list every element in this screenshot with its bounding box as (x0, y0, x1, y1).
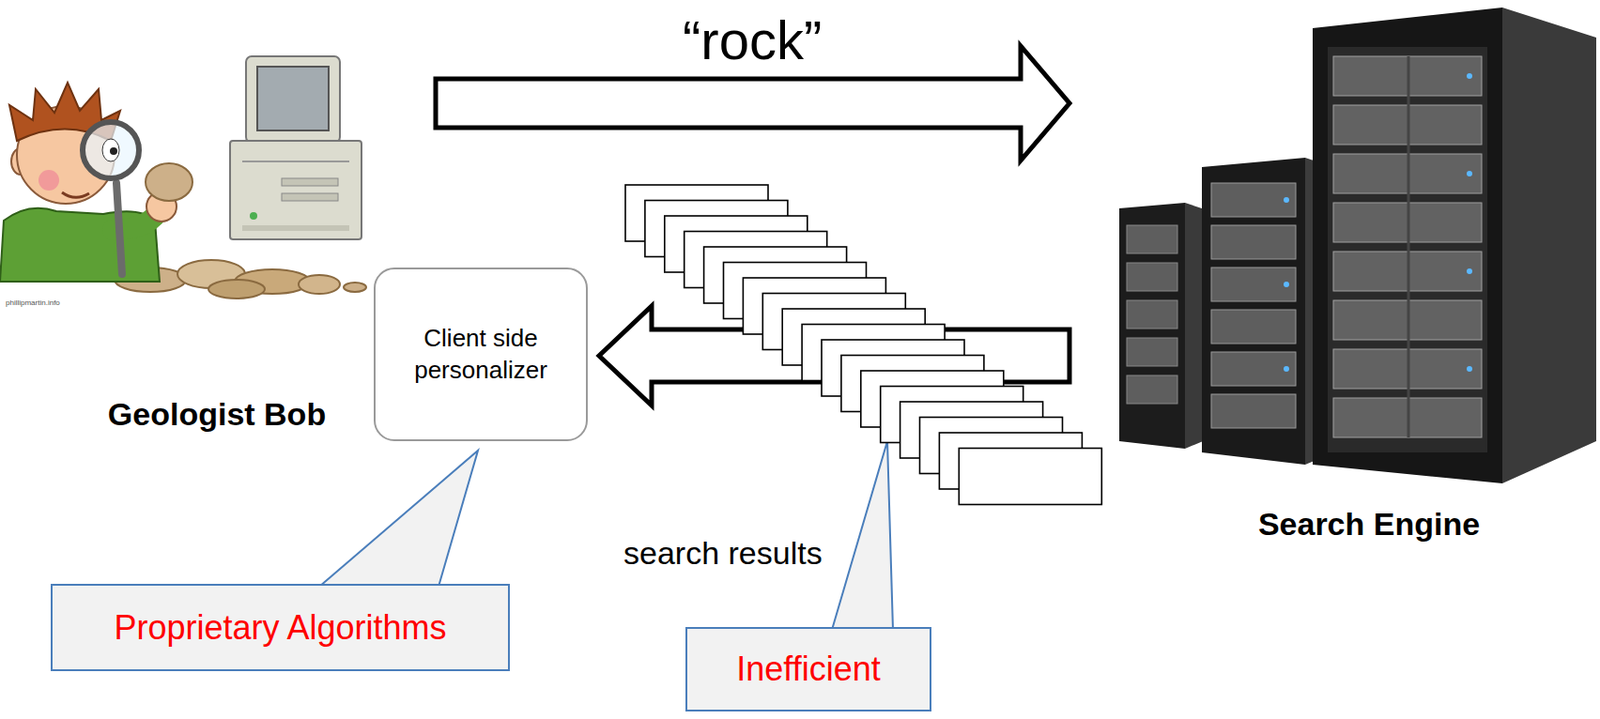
stack-cards (625, 184, 1133, 697)
callout-pointer (319, 450, 478, 587)
node-text: Proprietary Algorithms (113, 608, 447, 648)
computer-figure (230, 56, 362, 240)
process-box: Client side personalizer (373, 267, 588, 442)
callout-box: Proprietary Algorithms (50, 584, 510, 672)
edge-label-wrap: “rock” (682, 8, 822, 72)
server-figure-node: Search Engine (1072, 0, 1599, 547)
server-figure (1119, 7, 1597, 484)
node-text: Geologist Bob (107, 396, 326, 433)
results-stack: search results (600, 184, 1103, 580)
node-text: search results (623, 535, 823, 572)
edge-label: “rock” (682, 8, 822, 72)
result-card (958, 448, 1102, 506)
credit-wrap: phillipmartin.info (5, 298, 61, 308)
node-text: Search Engine (1258, 506, 1480, 543)
person-figure: Geologist Bob (0, 37, 434, 437)
block-arrow (435, 46, 1070, 161)
watermark: phillipmartin.info (5, 298, 61, 308)
callout-pointer (831, 441, 893, 631)
node-text: Client side personalizer (388, 323, 573, 387)
callout-box: Inefficient (685, 627, 932, 712)
node-text: Inefficient (736, 649, 880, 690)
